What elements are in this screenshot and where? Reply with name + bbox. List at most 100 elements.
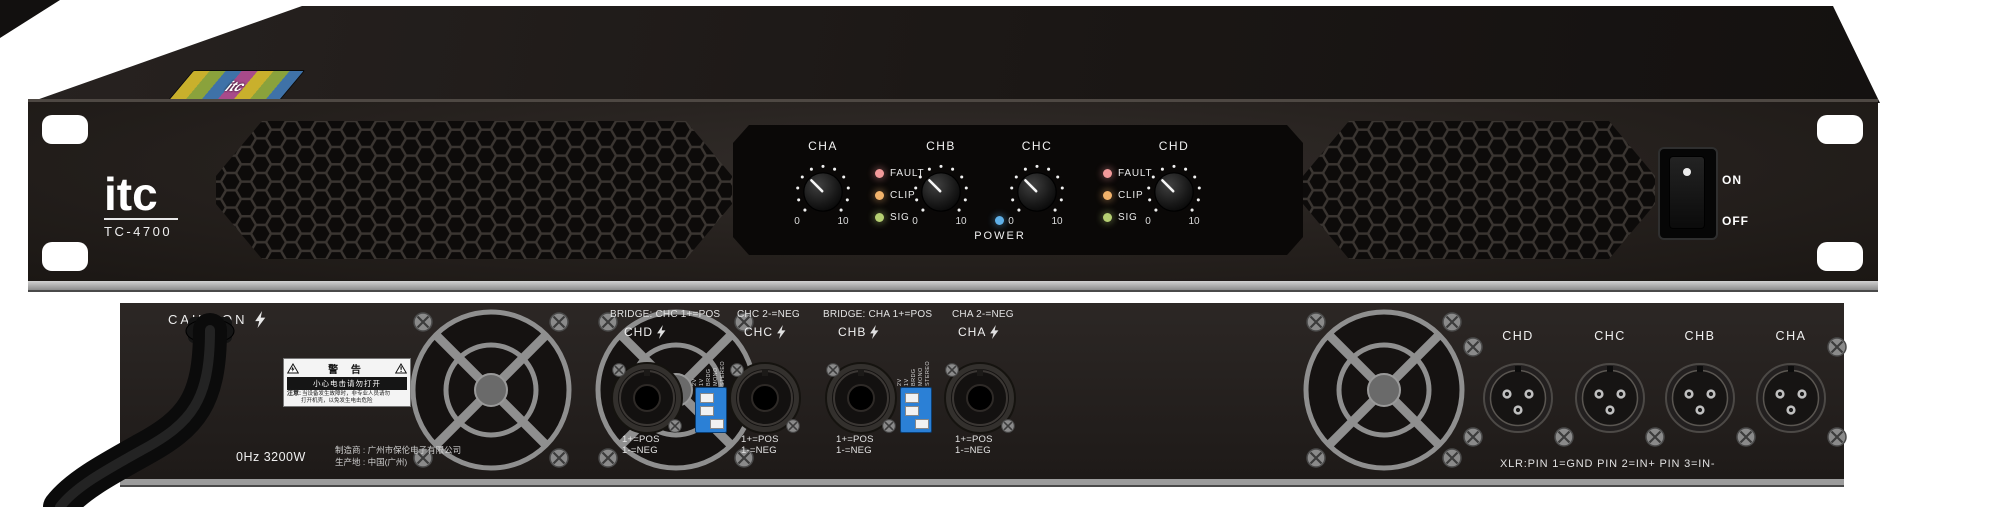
screw-icon xyxy=(1462,336,1484,358)
speakon-chb-label: CHB xyxy=(838,325,879,339)
channel-label: CHC xyxy=(1021,139,1053,153)
front-panel: itc TC-4700 CHA 0 10 CHB 0 10 xyxy=(28,102,1878,281)
xlr-chd-label: CHD xyxy=(1502,329,1534,343)
clip-led xyxy=(1103,191,1112,200)
polarity-note: 1+=POS 1-=NEG xyxy=(955,434,993,456)
xlr-chb-label: CHB xyxy=(1684,329,1716,343)
brand-block: itc TC-4700 xyxy=(104,168,244,239)
mode-dip-switch-2[interactable]: 2V 1V BRDG MONO STEREO xyxy=(891,350,939,446)
rear-bottom-trim xyxy=(120,479,1844,487)
channel-a-gain-knob[interactable]: CHA 0 10 xyxy=(773,139,873,239)
warning-subtitle: 小心电击请勿打开 xyxy=(287,377,407,390)
brand-underline xyxy=(104,218,178,220)
rack-ear-hole xyxy=(1817,115,1863,144)
warning-label: 警 告 小心电击请勿打开 注意:当设备发生故障时，非专业人员请勿 打开机壳，以免… xyxy=(283,358,411,407)
led-group-ab: FAULT CLIP SIG xyxy=(875,168,924,223)
fault-led-row: FAULT xyxy=(1103,168,1152,179)
scale-max: 10 xyxy=(955,216,967,227)
bridge-note: CHA 2-=NEG xyxy=(952,309,1014,320)
lightning-icon xyxy=(990,325,999,339)
channel-d-gain-knob[interactable]: CHD 0 10 xyxy=(1124,139,1224,239)
dip-toggle[interactable] xyxy=(905,406,919,416)
bridge-note: BRIDGE: CHC 1+=POS xyxy=(610,309,721,320)
polarity-note: 1+=POS 1-=NEG xyxy=(622,434,660,456)
dip-toggle[interactable] xyxy=(915,419,929,429)
channel-label: CHD xyxy=(1158,139,1190,153)
scale-max: 10 xyxy=(1051,216,1063,227)
power-led xyxy=(995,216,1004,225)
channel-label: CHA xyxy=(808,139,838,153)
power-label: POWER xyxy=(974,230,1026,242)
dip-toggle[interactable] xyxy=(700,406,714,416)
speakon-output-cha xyxy=(944,362,1016,434)
screw-icon xyxy=(1462,426,1484,448)
rack-ear-hole xyxy=(42,242,88,271)
speakon-cha-label: CHA xyxy=(958,325,999,339)
channel-b-gain-knob[interactable]: CHB 0 10 xyxy=(891,139,991,239)
xlr-chc-label: CHC xyxy=(1594,329,1626,343)
scale-max: 10 xyxy=(837,216,849,227)
power-rocker[interactable] xyxy=(1669,156,1705,229)
clip-led xyxy=(875,191,884,200)
polarity-note: 1+=POS 1-=NEG xyxy=(741,434,779,456)
xlr-input-chc xyxy=(1575,363,1645,433)
speakon-output-chb xyxy=(825,362,897,434)
dip-body[interactable] xyxy=(695,387,727,433)
sticker-text: itc xyxy=(221,78,251,94)
left-grille xyxy=(216,121,732,259)
fault-led xyxy=(875,169,884,178)
control-panel: CHA 0 10 CHB 0 10 CHC 0 10 CHD 0 1 xyxy=(733,125,1303,255)
off-label: OFF xyxy=(1722,214,1749,228)
warning-small-print: 注意:当设备发生故障时，非专业人员请勿 打开机壳，以免发生电击危险 xyxy=(287,391,391,404)
clip-led-row: CLIP xyxy=(1103,190,1152,201)
polarity-note: 1+=POS 1-=NEG xyxy=(836,434,874,456)
screw-icon xyxy=(1826,336,1848,358)
dip-toggle[interactable] xyxy=(905,393,919,403)
dip-toggle[interactable] xyxy=(710,419,724,429)
lightning-icon xyxy=(777,325,786,339)
front-bottom-trim xyxy=(28,281,1878,292)
dip-toggle[interactable] xyxy=(700,393,714,403)
xlr-input-chb xyxy=(1665,363,1735,433)
exclamation-triangle-icon xyxy=(395,363,407,374)
xlr-input-cha xyxy=(1756,363,1826,433)
channel-c-gain-knob[interactable]: CHC 0 10 xyxy=(987,139,1087,239)
screw-icon xyxy=(1735,426,1757,448)
power-switch[interactable] xyxy=(1658,147,1718,240)
screw-icon xyxy=(1644,426,1666,448)
brand-logo: itc xyxy=(104,168,158,220)
origin-line: 生产地 : 中国(广州) xyxy=(335,457,408,467)
sig-led xyxy=(1103,213,1112,222)
bridge-note: CHC 2-=NEG xyxy=(737,309,800,320)
chassis-top-edge xyxy=(28,99,1878,102)
chassis-top-face xyxy=(28,6,1880,103)
led-group-cd: FAULT CLIP SIG xyxy=(1103,168,1152,223)
speakon-chd-label: CHD xyxy=(624,325,666,339)
sig-led xyxy=(875,213,884,222)
fan-grille xyxy=(391,290,591,490)
warning-title: 警 告 xyxy=(328,365,366,376)
sig-led-row: SIG xyxy=(875,212,924,223)
rack-ear-hole xyxy=(42,115,88,144)
dip-body[interactable] xyxy=(900,387,932,433)
scale-min: 0 xyxy=(1145,216,1151,227)
model-label: TC-4700 xyxy=(104,224,173,239)
fault-led-row: FAULT xyxy=(875,168,924,179)
xlr-pinout-note: XLR:PIN 1=GND PIN 2=IN+ PIN 3=IN- xyxy=(1500,458,1716,470)
speakon-chc-label: CHC xyxy=(744,325,786,339)
chassis-back-corner xyxy=(0,0,60,38)
on-label: ON xyxy=(1722,173,1742,187)
clip-led-row: CLIP xyxy=(875,190,924,201)
screw-icon xyxy=(1826,426,1848,448)
manufacturer-line: 制造商 : 广州市保伦电子有限公司 xyxy=(335,445,462,455)
bridge-note: BRIDGE: CHA 1+=POS xyxy=(823,309,933,320)
lightning-icon xyxy=(657,325,666,339)
rear-panel: CAUTION 警 告 小心电击请勿打开 注意:当设备发生故障时，非专业人员请勿 xyxy=(120,303,1848,479)
lightning-icon xyxy=(870,325,879,339)
mode-dip-switch-1[interactable]: 2V 1V BRDG MONO STEREO xyxy=(686,350,734,446)
scale-max: 10 xyxy=(1188,216,1200,227)
power-spec: 0Hz 3200W xyxy=(236,450,306,464)
rocker-dot xyxy=(1683,168,1691,176)
right-grille xyxy=(1303,121,1655,259)
